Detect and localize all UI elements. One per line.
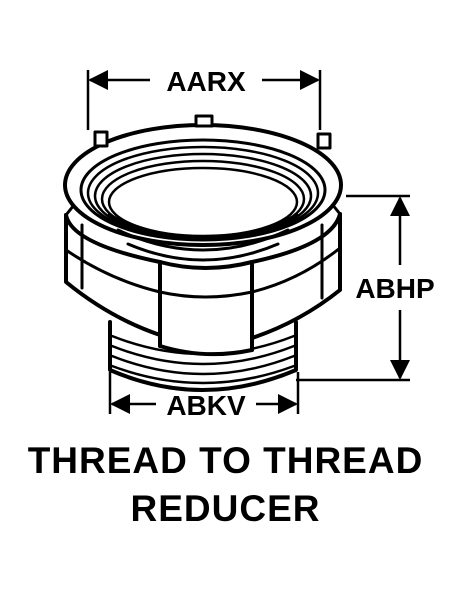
upper-rim: [63, 114, 343, 262]
hex-nut-body: [64, 202, 342, 357]
top-width-dimension: [86, 70, 322, 130]
top-width-label: AARX: [166, 66, 246, 97]
height-dimension: [296, 194, 410, 382]
bottom-width-dimension: [108, 372, 300, 414]
caption-line-2: REDUCER: [130, 488, 321, 529]
bottom-width-label: ABKV: [166, 390, 246, 421]
fitting-illustration: [63, 114, 343, 392]
height-label: ABHP: [355, 273, 434, 304]
caption-line-1: THREAD TO THREAD: [27, 440, 424, 481]
